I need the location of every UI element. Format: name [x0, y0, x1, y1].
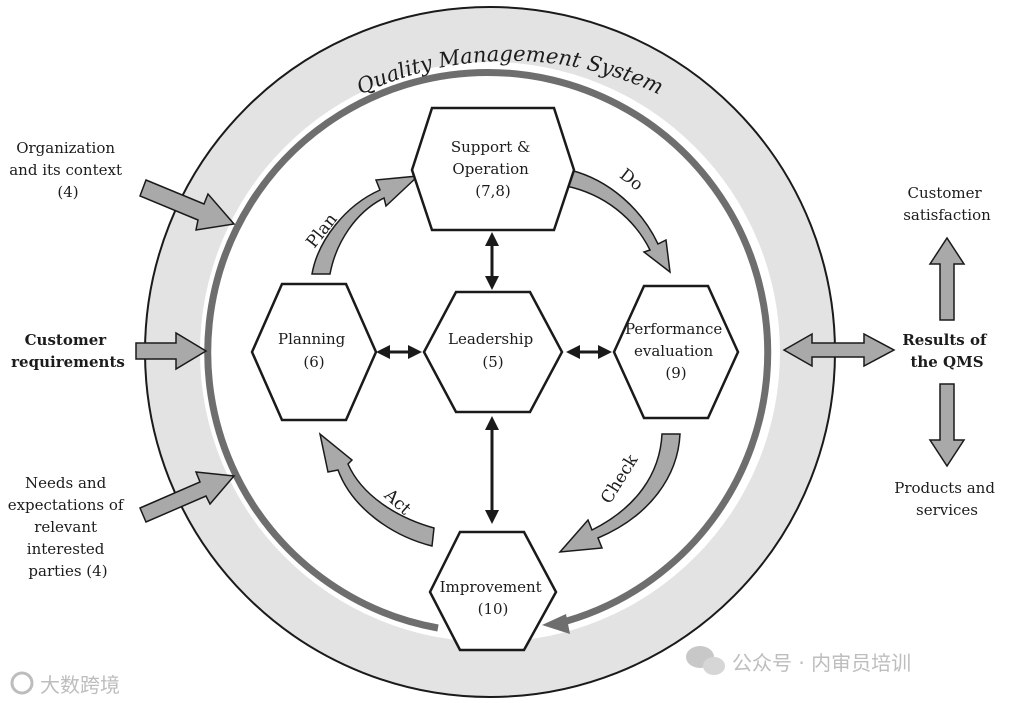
- hex-support-operation: [410, 106, 576, 232]
- needs-input-arrow: [139, 471, 236, 523]
- hex-improvement: [428, 530, 558, 652]
- watermark-left: 大数跨境: [40, 673, 120, 697]
- products-output-arrow: [928, 383, 966, 468]
- hex-leadership: [422, 290, 564, 414]
- results-label: Results of the QMS: [902, 331, 991, 371]
- products-label: Products and services: [894, 479, 999, 519]
- hex-performance: [612, 284, 740, 420]
- act-arrow: [318, 432, 435, 547]
- hex-planning: [250, 282, 378, 422]
- context-input-label: Organization and its context (4): [9, 139, 127, 201]
- wechat-icon: [686, 646, 725, 675]
- results-double-arrow: [782, 332, 896, 368]
- support-label: Support & Operation (7,8): [451, 138, 535, 200]
- satisfaction-label: Customer satisfaction: [903, 184, 991, 224]
- context-input-arrow: [139, 179, 236, 231]
- ring-arrowhead: [542, 614, 570, 634]
- performance-label: Performance evaluation (9): [625, 320, 727, 382]
- needs-input-label: Needs and expectations of relevant inter…: [8, 474, 129, 580]
- brand-logo-icon: [10, 671, 34, 695]
- ring-arrow: [204, 68, 772, 632]
- check-arrow: [558, 433, 681, 553]
- improvement-label: Improvement (10): [440, 578, 547, 618]
- watermark-right: 公众号 · 内审员培训: [732, 651, 911, 675]
- do-arrow: [565, 169, 671, 274]
- connectors: [376, 232, 612, 524]
- customer-input-arrow: [135, 331, 208, 371]
- customer-requirements-label: Customer requirements: [11, 331, 125, 371]
- satisfaction-output-arrow: [928, 236, 966, 321]
- leadership-label: Leadership (5): [448, 330, 538, 371]
- planning-label: Planning (6): [278, 330, 350, 371]
